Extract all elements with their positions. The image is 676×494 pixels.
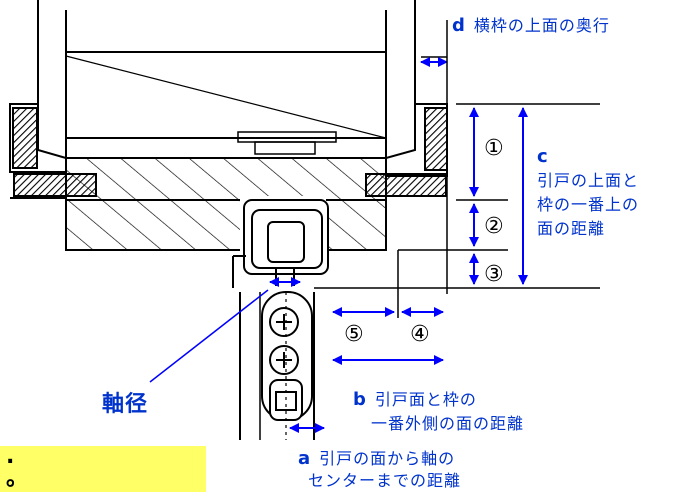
- reference-lines: [314, 103, 600, 318]
- frame-section: [65, 157, 387, 266]
- roller-hanger: [232, 199, 329, 288]
- left-moulding: [9, 103, 97, 199]
- dimension-4: ④: [410, 322, 430, 347]
- dimension-3: ③: [484, 262, 504, 287]
- dimension-2: ②: [484, 214, 504, 239]
- upper-door: [37, 0, 416, 158]
- note-box: . 。: [0, 446, 206, 492]
- right-moulding: [365, 103, 448, 197]
- dimension-arrows: [149, 107, 528, 433]
- dimension-1: ①: [484, 136, 504, 161]
- label-shaft-diameter: 軸径: [102, 392, 149, 417]
- label-c: c 引戸の上面と 枠の一番上の 面の距離: [537, 146, 640, 238]
- dimension-5: ⑤: [344, 322, 364, 347]
- sliding-door-panel: [239, 291, 315, 440]
